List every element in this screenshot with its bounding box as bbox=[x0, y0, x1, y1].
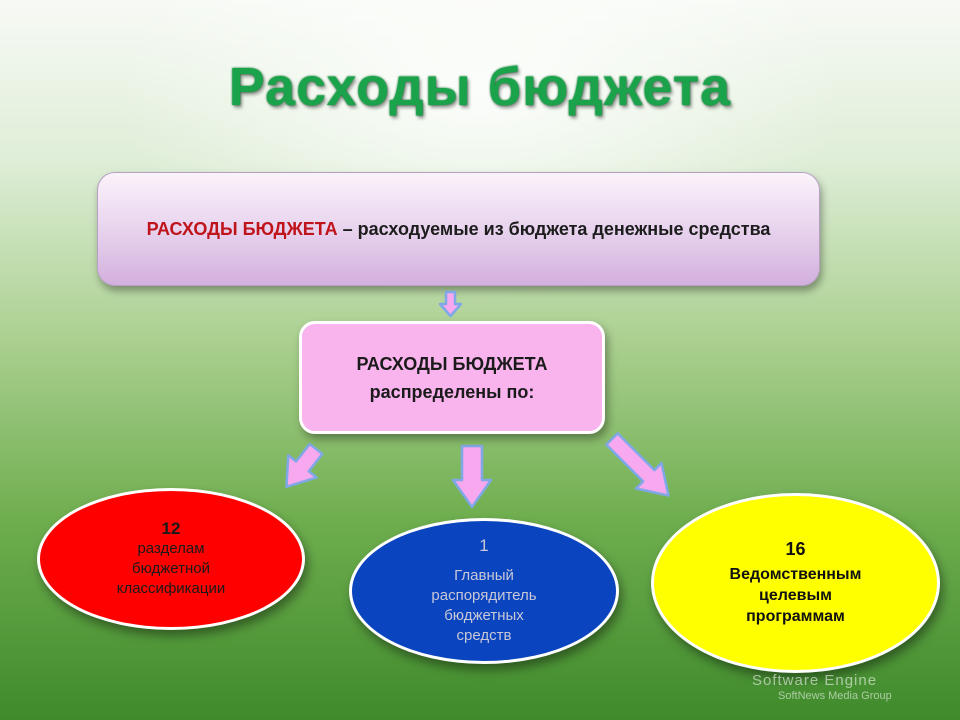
distribution-line-2: распределены по: bbox=[369, 381, 535, 402]
branch-sections-number: 12 bbox=[161, 519, 181, 538]
arrow-to-right-branch bbox=[605, 432, 670, 497]
definition-text: РАСХОДЫ БЮДЖЕТА – расходуемые из бюджета… bbox=[147, 215, 771, 243]
branch-programs-line: Ведомственным bbox=[729, 566, 862, 583]
definition-description: – расходуемые из бюджета денежные средст… bbox=[337, 219, 771, 239]
down-arrow-small bbox=[438, 290, 463, 318]
branch-manager-number: 1 bbox=[479, 536, 489, 555]
definition-term: РАСХОДЫ БЮДЖЕТА bbox=[146, 219, 338, 239]
watermark-logo: Software Engine bbox=[752, 672, 878, 689]
page-title: Расходы бюджета bbox=[228, 57, 732, 117]
branch-manager-line: Главный bbox=[454, 567, 514, 584]
branch-manager-line: распорядитель bbox=[431, 587, 537, 604]
watermark-subtitle: SoftNews Media Group bbox=[778, 690, 892, 702]
distribution-line-1: РАСХОДЫ БЮДЖЕТА bbox=[356, 353, 548, 374]
arrow-to-left-branch bbox=[285, 442, 324, 489]
branch-sections-line: бюджетной bbox=[131, 560, 211, 577]
branch-manager-line: средств bbox=[456, 627, 512, 644]
branch-programs-number: 16 bbox=[785, 539, 806, 559]
distribution-box: РАСХОДЫ БЮДЖЕТА распределены по: bbox=[299, 321, 605, 434]
branch-manager: 1 Главный распорядитель бюджетных средст… bbox=[349, 518, 619, 664]
branch-sections-line: классификации bbox=[116, 580, 226, 597]
branch-sections: 12 разделам бюджетной классификации bbox=[37, 488, 305, 630]
branch-programs-line: целевым bbox=[759, 587, 832, 604]
arrow-to-center-branch bbox=[451, 444, 493, 509]
branch-programs-line: программам bbox=[746, 608, 845, 625]
definition-box: РАСХОДЫ БЮДЖЕТА – расходуемые из бюджета… bbox=[97, 172, 820, 286]
branch-programs: 16 Ведомственным целевым программам bbox=[651, 493, 940, 673]
branch-sections-line: разделам bbox=[137, 540, 205, 557]
branch-manager-line: бюджетных bbox=[444, 607, 524, 624]
